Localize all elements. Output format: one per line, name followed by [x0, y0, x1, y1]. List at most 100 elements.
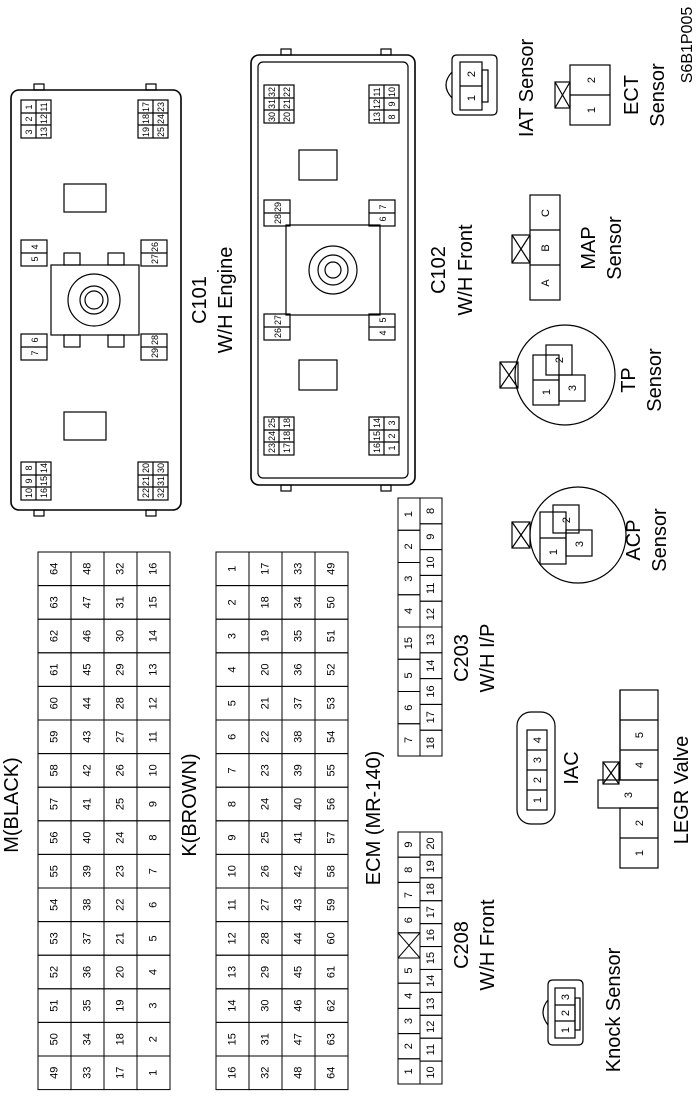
- tp-pin-2: 2: [554, 357, 566, 363]
- knock-pin-1: 1: [560, 1027, 572, 1033]
- tp-pin-1: 1: [541, 389, 553, 395]
- pin-number: 41: [293, 831, 305, 843]
- legr-pin-2: 2: [634, 820, 646, 826]
- pin-number: 43: [293, 899, 305, 911]
- pin-number: 4: [148, 969, 160, 975]
- pin-number: 48: [82, 563, 94, 575]
- pin-number: 20: [115, 966, 127, 978]
- pin-number: 10: [227, 865, 239, 877]
- pin-number: 19: [260, 630, 272, 642]
- svg-text:20: 20: [141, 463, 151, 473]
- pin-number: 5: [403, 968, 415, 974]
- svg-text:17: 17: [141, 102, 151, 112]
- svg-text:27: 27: [273, 315, 283, 325]
- svg-text:28: 28: [150, 335, 160, 345]
- svg-text:18: 18: [282, 431, 292, 441]
- svg-text:27: 27: [150, 254, 160, 264]
- pin-cell: [419, 831, 443, 856]
- pin-number: 11: [425, 583, 437, 594]
- pin-number: 52: [49, 966, 61, 978]
- pin-number: 57: [49, 798, 61, 810]
- pin-number: 12: [148, 697, 160, 709]
- svg-text:9: 9: [24, 478, 34, 483]
- svg-text:11: 11: [39, 102, 49, 111]
- svg-text:13: 13: [372, 112, 382, 122]
- pin-number: 28: [115, 697, 127, 709]
- pin-number: 5: [227, 700, 239, 706]
- pin-number: 62: [49, 630, 61, 642]
- pin-number: 36: [82, 966, 94, 978]
- pin-number: 3: [227, 633, 239, 639]
- svg-text:8: 8: [24, 465, 34, 470]
- pin-number: 13: [425, 634, 437, 646]
- pin-number: 13: [425, 998, 437, 1010]
- c208-label: C208: [451, 921, 473, 969]
- pin-number: 25: [260, 831, 272, 843]
- iac-pin-2: 2: [532, 777, 544, 783]
- pin-number: 6: [403, 917, 415, 923]
- pin-number: 43: [82, 731, 94, 743]
- iac-pin-3: 3: [532, 757, 544, 763]
- svg-text:3: 3: [24, 129, 34, 134]
- legr-valve-label: LEGR Valve: [671, 736, 693, 845]
- svg-text:21: 21: [141, 476, 151, 486]
- pin-number: 21: [260, 697, 272, 709]
- pin-number: 4: [403, 993, 415, 999]
- svg-text:2: 2: [24, 116, 34, 121]
- pin-number: 17: [260, 563, 272, 575]
- iac-connector: [516, 711, 556, 825]
- pin-number: 61: [49, 663, 61, 675]
- svg-text:30: 30: [156, 463, 166, 473]
- c203-description: W/H I/P: [477, 624, 499, 693]
- m-connector-grid: 6463626160595857565554535251504948474645…: [37, 551, 171, 1091]
- pin-number: 54: [49, 899, 61, 911]
- pin-number: 63: [49, 596, 61, 608]
- iat-pin-1: 1: [466, 95, 478, 101]
- svg-text:14: 14: [39, 463, 49, 473]
- acp-pin-3: 3: [574, 541, 586, 547]
- svg-text:2: 2: [387, 433, 397, 438]
- pin-number: 14: [148, 630, 160, 642]
- pin-number: 40: [82, 831, 94, 843]
- ect-sensor-label: ECT: [621, 75, 643, 115]
- map-sensor-connector: [511, 194, 561, 301]
- pin-number: 2: [403, 1043, 415, 1049]
- svg-text:24: 24: [267, 431, 277, 441]
- pin-number: 47: [293, 1033, 305, 1045]
- svg-text:18: 18: [282, 418, 292, 428]
- pin-number: 30: [115, 630, 127, 642]
- pin-number: 42: [82, 764, 94, 776]
- c208-description: W/H Front: [477, 899, 499, 991]
- pin-number: 35: [82, 999, 94, 1011]
- pin-number: 14: [425, 660, 437, 672]
- pin-number: 11: [425, 1044, 437, 1055]
- svg-text:25: 25: [267, 418, 277, 428]
- tp-sensor-label: TP: [618, 367, 640, 393]
- pin-number: 18: [425, 883, 437, 895]
- ecm-label: ECM (MR-140): [363, 751, 385, 885]
- pin-number: 53: [49, 932, 61, 944]
- figure-id: S6B1P005: [679, 7, 696, 84]
- svg-text:23: 23: [267, 443, 277, 453]
- pin-number: 18: [425, 737, 437, 749]
- knock-pin-2: 2: [560, 1010, 572, 1016]
- map-pin-a: A: [540, 279, 552, 287]
- pin-number: 32: [260, 1067, 272, 1079]
- pin-number: 64: [49, 563, 61, 575]
- acp-pin-2: 2: [561, 517, 573, 523]
- map-sensor-label: MAP: [578, 226, 600, 269]
- pin-number: 11: [148, 731, 160, 742]
- pin-number: 45: [82, 663, 94, 675]
- svg-text:16: 16: [372, 443, 382, 453]
- pin-number: 59: [49, 731, 61, 743]
- svg-text:9: 9: [387, 101, 397, 106]
- iac-label: IAC: [561, 751, 583, 784]
- pin-number: 24: [260, 798, 272, 810]
- pin-number: 5: [403, 672, 415, 678]
- pin-number: 16: [148, 563, 160, 575]
- pin-number: 34: [82, 1033, 94, 1045]
- pin-number: 9: [403, 842, 415, 848]
- pin-number: 39: [82, 865, 94, 877]
- pin-number: 13: [148, 663, 160, 675]
